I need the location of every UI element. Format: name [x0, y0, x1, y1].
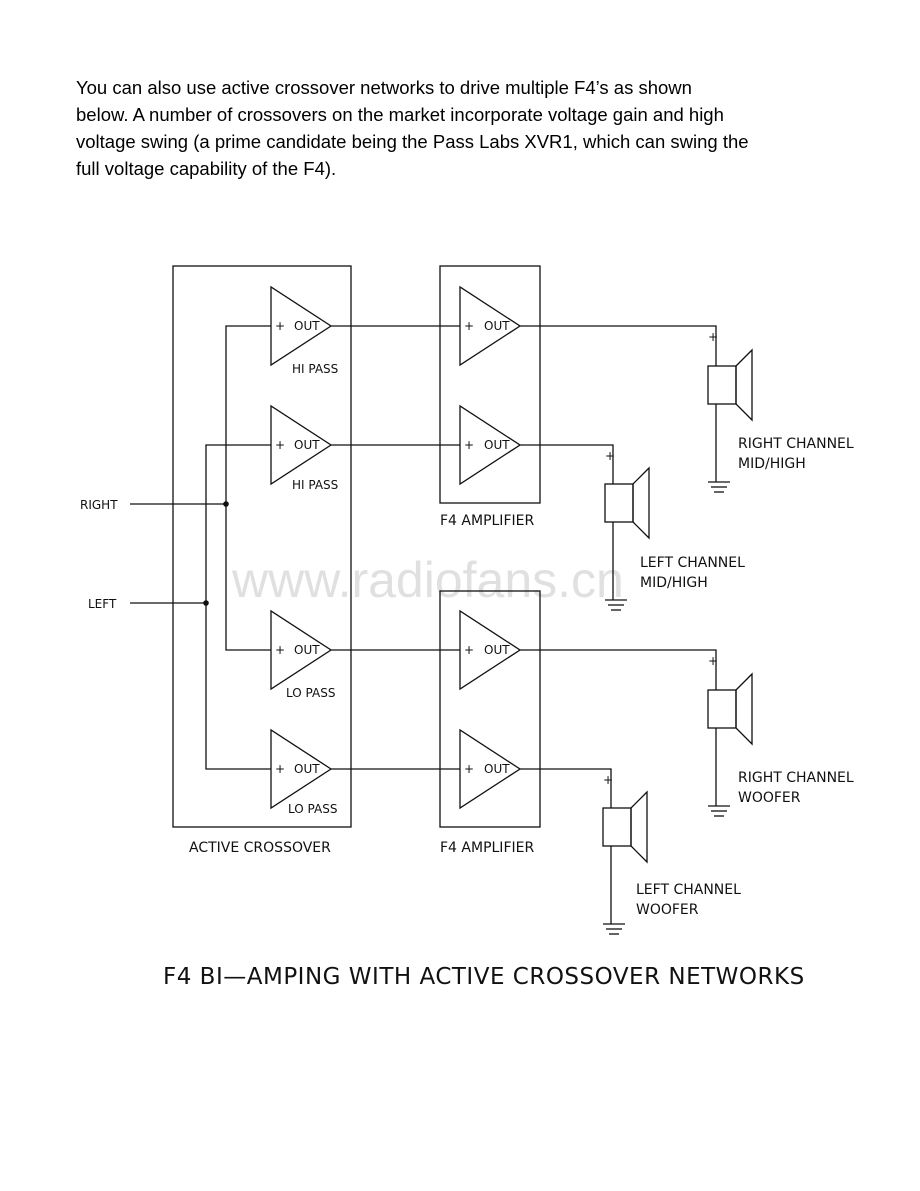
svg-text:OUT: OUT [484, 762, 510, 776]
left-woofer-label-line-1: LEFT CHANNEL [636, 882, 741, 898]
hi-pass-label: HI PASS [292, 362, 338, 376]
speaker-left-mid: + [604, 449, 650, 611]
f4-amp-channel-1: + OUT [459, 285, 522, 367]
svg-text:OUT: OUT [294, 643, 320, 657]
wire-to-right-woofer [520, 649, 717, 690]
left-mid-label-line-1: LEFT CHANNEL [640, 555, 745, 571]
speaker-right-mid: + [707, 330, 753, 493]
svg-text:+: + [275, 762, 285, 776]
amplifier-label-top: F4 AMPLIFIER [440, 513, 534, 529]
svg-text:OUT: OUT [294, 319, 320, 333]
intro-line: You can also use active crossover networ… [76, 77, 692, 98]
left-woofer-label-line-2: WOOFER [636, 902, 699, 918]
amplifier-label-bottom: F4 AMPLIFIER [440, 840, 534, 856]
svg-text:OUT: OUT [294, 762, 320, 776]
diagram-title: F4 BI—AMPING WITH ACTIVE CROSSOVER NETWO… [163, 964, 805, 990]
wire-to-left-mid [520, 444, 614, 484]
intro-paragraph: You can also use active crossover networ… [76, 74, 876, 182]
hi-pass-filter-2: + OUT HI PASS [270, 404, 338, 492]
hi-pass-label: HI PASS [292, 478, 338, 492]
lo-pass-filter-2: + OUT LO PASS [270, 728, 337, 816]
right-woofer-label-line-2: WOOFER [738, 790, 801, 806]
intro-line: below. A number of crossovers on the mar… [76, 104, 724, 125]
svg-text:+: + [464, 762, 474, 776]
svg-text:+: + [603, 773, 613, 787]
svg-text:+: + [605, 449, 615, 463]
svg-text:+: + [275, 643, 285, 657]
svg-text:OUT: OUT [484, 643, 510, 657]
amplifier-box-top [439, 265, 541, 504]
amplifier-box-bottom [439, 590, 541, 828]
lo-pass-filter-1: + OUT LO PASS [270, 609, 335, 700]
intro-line: full voltage capability of the F4). [76, 158, 337, 179]
watermark: www.radiofans.cn [231, 552, 624, 608]
crossover-label: ACTIVE CROSSOVER [189, 840, 331, 856]
svg-text:+: + [464, 643, 474, 657]
intro-line: voltage swing (a prime candidate being t… [76, 131, 749, 152]
svg-text:OUT: OUT [484, 319, 510, 333]
svg-text:OUT: OUT [484, 438, 510, 452]
svg-text:+: + [708, 654, 718, 668]
speaker-right-woofer: + [707, 654, 753, 817]
f4-amp-channel-2: + OUT [459, 404, 522, 486]
lo-pass-label: LO PASS [288, 802, 337, 816]
svg-text:+: + [464, 438, 474, 452]
right-signal-bus [225, 325, 271, 651]
hi-pass-filter-1: + OUT HI PASS [270, 285, 338, 376]
left-signal-bus [205, 444, 271, 770]
left-input-label: LEFT [88, 597, 117, 611]
left-mid-label-line-2: MID/HIGH [640, 575, 708, 591]
svg-text:+: + [708, 330, 718, 344]
lo-pass-label: LO PASS [286, 686, 335, 700]
crossover-box [172, 265, 352, 828]
right-mid-label-line-1: RIGHT CHANNEL [738, 436, 854, 452]
wire-to-right-mid [520, 325, 717, 366]
wire-to-left-woofer [520, 768, 612, 808]
svg-text:+: + [464, 319, 474, 333]
svg-text:+: + [275, 319, 285, 333]
right-woofer-label-line-1: RIGHT CHANNEL [738, 770, 854, 786]
speaker-left-woofer: + [602, 773, 648, 935]
f4-amp-channel-3: + OUT [459, 609, 522, 691]
right-mid-label-line-2: MID/HIGH [738, 456, 806, 472]
f4-amp-channel-4: + OUT [459, 728, 522, 810]
right-input-label: RIGHT [80, 498, 118, 512]
svg-text:OUT: OUT [294, 438, 320, 452]
svg-text:+: + [275, 438, 285, 452]
